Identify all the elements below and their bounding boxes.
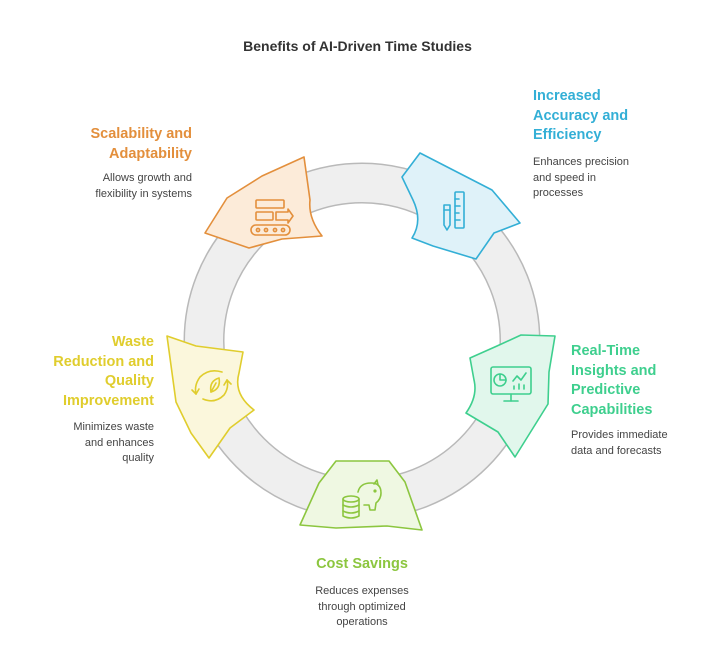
heading-line: Cost Savings (316, 556, 408, 572)
description-line: through optimized (318, 600, 406, 613)
segment-cost (299, 460, 423, 531)
description-line: processes (533, 187, 584, 199)
piggy-bank-coins-icon (342, 479, 382, 519)
diagram-title: Benefits of AI-Driven Time Studies (243, 38, 472, 54)
heading-line: Improvement (62, 392, 154, 409)
heading-line: Predictive (571, 382, 641, 398)
segment-scalability-shape (204, 156, 323, 249)
recycle-leaf-icon (191, 370, 232, 402)
description-line: Reduces expenses (315, 585, 409, 597)
description-scalability: Allows growth and flexibility in systems (40, 171, 192, 202)
heading-line: Waste (111, 334, 154, 350)
heading-line: Real-Time (571, 343, 641, 359)
heading-line: Capabilities (571, 401, 653, 418)
heading-line: Insights and (571, 362, 657, 379)
description-cost: Reduces expenses through optimized opera… (262, 584, 462, 631)
description-realtime: Provides immediate data and forecasts (571, 428, 668, 459)
heading-accuracy: Increased Accuracy and Efficiency (533, 87, 628, 146)
heading-line: Efficiency (533, 127, 602, 143)
pencil-ruler-icon (443, 191, 465, 231)
description-line: and speed in (533, 171, 596, 184)
description-line: and enhances (84, 436, 154, 449)
heading-line: Scalability and (90, 126, 192, 142)
description-accuracy: Enhances precision and speed in processe… (533, 155, 629, 202)
description-line: Enhances precision (533, 156, 630, 168)
heading-waste: Waste Reduction and Quality Improvement (20, 333, 154, 411)
heading-line: Reduction and (53, 353, 154, 370)
description-line: flexibility in systems (95, 187, 192, 200)
heading-cost: Cost Savings (262, 555, 462, 575)
heading-line: Increased (533, 88, 601, 104)
description-line: operations (336, 616, 388, 628)
description-line: Allows growth and (102, 172, 192, 184)
analytics-monitor-icon (490, 366, 532, 402)
description-line: quality (122, 452, 154, 464)
heading-line: Quality (104, 373, 154, 389)
heading-line: Adaptability (109, 145, 192, 162)
segment-cost-shape (299, 460, 423, 531)
description-line: Minimizes waste (73, 421, 154, 433)
segment-accuracy (401, 152, 521, 260)
segment-waste-shape (166, 335, 255, 459)
description-line: Provides immediate (571, 429, 668, 441)
segment-realtime (465, 334, 556, 458)
description-line: data and forecasts (571, 444, 662, 457)
segment-accuracy-shape (401, 152, 521, 260)
heading-scalability: Scalability and Adaptability (40, 125, 192, 164)
segment-scalability (204, 156, 323, 249)
segment-waste (166, 335, 255, 459)
conveyor-belt-icon (250, 199, 294, 236)
description-waste: Minimizes waste and enhances quality (20, 420, 154, 467)
heading-realtime: Real-Time Insights and Predictive Capabi… (571, 342, 656, 420)
heading-line: Accuracy and (533, 107, 629, 124)
